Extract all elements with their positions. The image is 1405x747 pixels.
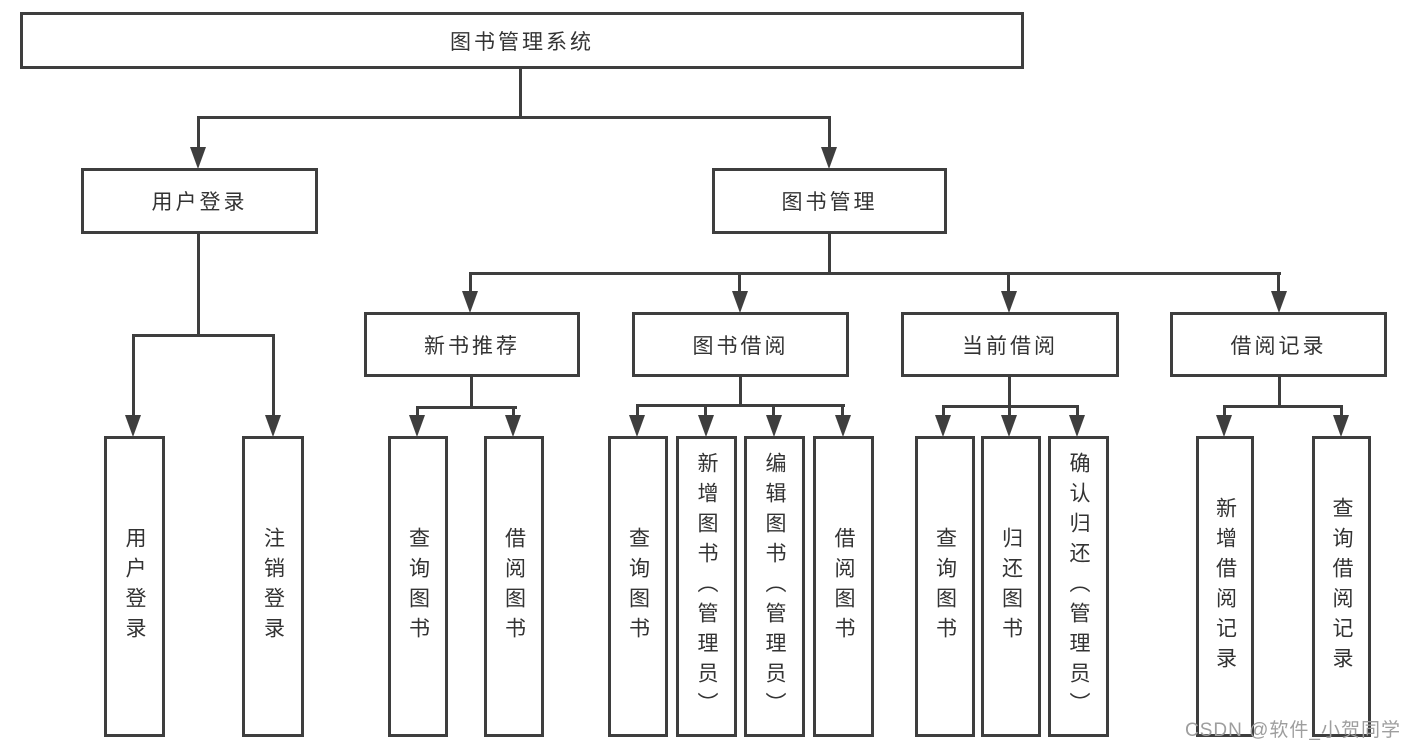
arrow-down-icon xyxy=(125,415,141,437)
leaf-label: 查询图书 xyxy=(406,526,430,647)
leaf-label: 编辑图书（管理员） xyxy=(763,451,786,722)
leaf-label: 借阅图书 xyxy=(502,526,526,647)
node-user-login: 用户登录 xyxy=(81,168,318,234)
connector-book-borrow-stem xyxy=(739,375,742,406)
arrow-down-icon xyxy=(1271,291,1287,313)
node-current-borrow: 当前借阅 xyxy=(901,312,1119,377)
connector-shaft-leaf xyxy=(272,335,275,415)
leaf-add-book-admin: 新增图书（管理员） xyxy=(676,436,737,737)
connector-new-book-stem xyxy=(470,375,473,409)
arrow-down-icon xyxy=(629,415,645,437)
connector-user-login-horizontal xyxy=(132,334,275,337)
watermark: CSDN @软件_小贺同学 xyxy=(1185,720,1401,741)
node-borrow-record: 借阅记录 xyxy=(1170,312,1387,377)
connector-book-management-horizontal xyxy=(469,272,1281,275)
leaf-add-borrow-record: 新增借阅记录 xyxy=(1196,436,1254,737)
connector-current-borrow-stem xyxy=(1008,375,1011,408)
connector-book-borrow-horizontal xyxy=(636,404,845,407)
leaf-confirm-return-admin: 确认归还（管理员） xyxy=(1048,436,1109,737)
node-user-login-label: 用户登录 xyxy=(151,191,248,214)
node-book-management: 图书管理 xyxy=(712,168,947,234)
node-current-borrow-label: 当前借阅 xyxy=(962,334,1058,358)
leaf-label: 新增借阅记录 xyxy=(1213,496,1237,677)
leaf-query-book-recommend: 查询图书 xyxy=(388,436,448,737)
leaf-label: 归还图书 xyxy=(999,526,1023,647)
node-borrow-record-label: 借阅记录 xyxy=(1230,334,1327,358)
connector-book-management-stem xyxy=(828,231,831,275)
arrow-down-icon xyxy=(462,291,478,313)
leaf-label: 查询借阅记录 xyxy=(1330,496,1353,677)
connector-shaft-leaf xyxy=(132,335,135,415)
leaf-user-login: 用户登录 xyxy=(104,436,165,737)
leaf-query-book-current: 查询图书 xyxy=(915,436,975,737)
leaf-label: 确认归还（管理员） xyxy=(1067,451,1090,722)
arrow-down-icon xyxy=(505,415,521,437)
connector-shaft-leaf xyxy=(1340,406,1343,417)
connector-shaft-leaf xyxy=(704,405,707,418)
leaf-return-book: 归还图书 xyxy=(981,436,1041,737)
connector-shaft-leaf xyxy=(1223,406,1226,417)
connector-shaft-leaf xyxy=(772,405,775,418)
connector-shaft-leaf xyxy=(1076,406,1079,417)
connector-shaft-book-management xyxy=(828,117,831,150)
node-new-book-recommend-label: 新书推荐 xyxy=(424,334,520,358)
connector-shaft-leaf xyxy=(1008,406,1011,417)
arrow-down-icon xyxy=(1001,291,1017,313)
connector-borrow-record-horizontal xyxy=(1223,405,1343,408)
node-root-label: 图书管理系统 xyxy=(450,30,594,54)
connector-shaft-level3 xyxy=(1277,273,1280,293)
connector-borrow-record-stem xyxy=(1278,375,1281,408)
arrow-down-icon xyxy=(1216,415,1232,437)
node-new-book-recommend: 新书推荐 xyxy=(364,312,580,377)
arrow-down-icon xyxy=(1333,415,1349,437)
leaf-edit-book-admin: 编辑图书（管理员） xyxy=(744,436,805,737)
node-book-borrow-label: 图书借阅 xyxy=(692,334,789,358)
leaf-label: 新增图书（管理员） xyxy=(695,451,718,722)
arrow-down-icon xyxy=(732,291,748,313)
leaf-borrow-book: 借阅图书 xyxy=(813,436,874,737)
connector-shaft-user-login xyxy=(197,117,200,150)
connector-shaft-leaf xyxy=(841,405,844,418)
connector-shaft-leaf xyxy=(512,407,515,419)
leaf-label: 注销登录 xyxy=(261,526,285,647)
connector-root-stem xyxy=(519,67,522,118)
leaf-borrow-book-recommend: 借阅图书 xyxy=(484,436,544,737)
leaf-query-borrow-record: 查询借阅记录 xyxy=(1312,436,1371,737)
connector-shaft-leaf xyxy=(636,405,639,418)
leaf-label: 查询图书 xyxy=(933,526,957,647)
connector-shaft-level3 xyxy=(469,273,472,293)
arrow-down-icon xyxy=(766,415,782,437)
connector-shaft-level3 xyxy=(1007,273,1010,293)
arrow-down-icon xyxy=(1069,415,1085,437)
arrow-down-icon xyxy=(821,147,837,169)
leaf-logout: 注销登录 xyxy=(242,436,304,737)
arrow-down-icon xyxy=(1001,415,1017,437)
arrow-down-icon xyxy=(698,415,714,437)
leaf-label: 借阅图书 xyxy=(832,526,855,647)
node-root: 图书管理系统 xyxy=(20,12,1024,69)
arrow-down-icon xyxy=(835,415,851,437)
leaf-label: 用户登录 xyxy=(123,526,146,647)
connector-shaft-level3 xyxy=(738,273,741,293)
arrow-down-icon xyxy=(265,415,281,437)
connector-root-horizontal xyxy=(197,116,831,119)
arrow-down-icon xyxy=(935,415,951,437)
connector-user-login-stem xyxy=(197,231,200,337)
connector-shaft-leaf xyxy=(942,406,945,417)
leaf-query-book-borrow: 查询图书 xyxy=(608,436,668,737)
arrow-down-icon xyxy=(190,147,206,169)
connector-shaft-leaf xyxy=(416,407,419,419)
node-book-borrow: 图书借阅 xyxy=(632,312,849,377)
connector-new-book-horizontal xyxy=(416,406,517,409)
arrow-down-icon xyxy=(409,415,425,437)
node-book-management-label: 图书管理 xyxy=(781,191,878,214)
leaf-label: 查询图书 xyxy=(626,526,650,647)
